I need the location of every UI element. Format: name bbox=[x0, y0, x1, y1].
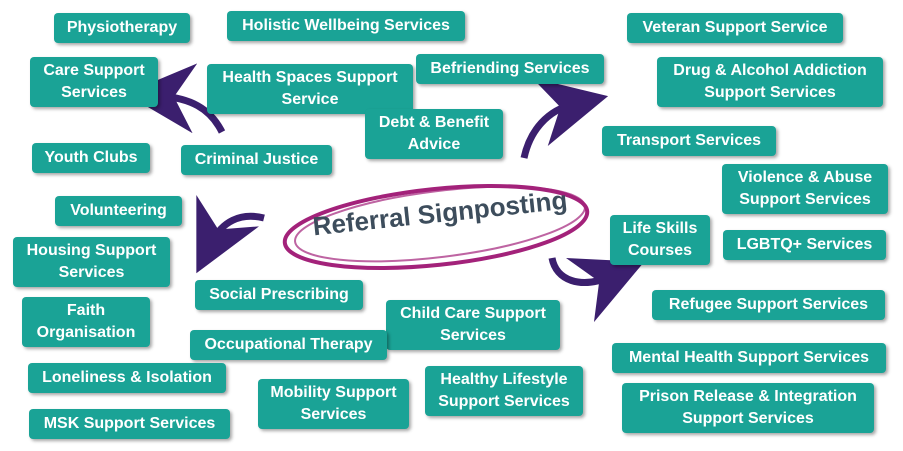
service-mental-health: Mental Health Support Services bbox=[612, 343, 886, 373]
service-faith-organisation: Faith Organisation bbox=[22, 297, 150, 347]
service-housing-support: Housing Support Services bbox=[13, 237, 170, 287]
service-physiotherapy: Physiotherapy bbox=[54, 13, 190, 43]
service-care-support: Care Support Services bbox=[30, 57, 158, 107]
service-violence-abuse: Violence & Abuse Support Services bbox=[722, 164, 888, 214]
service-msk-support: MSK Support Services bbox=[29, 409, 230, 439]
service-volunteering: Volunteering bbox=[55, 196, 182, 226]
service-social-prescribing: Social Prescribing bbox=[195, 280, 363, 310]
center-ellipse-inner bbox=[294, 185, 586, 263]
service-youth-clubs: Youth Clubs bbox=[32, 143, 150, 173]
service-veteran-support: Veteran Support Service bbox=[627, 13, 843, 43]
service-child-care: Child Care Support Services bbox=[386, 300, 560, 350]
arrow-left bbox=[196, 195, 265, 274]
center-ellipse bbox=[282, 184, 590, 270]
service-life-skills: Life Skills Courses bbox=[610, 215, 710, 265]
service-health-spaces: Health Spaces Support Service bbox=[207, 64, 413, 114]
service-transport: Transport Services bbox=[602, 126, 776, 156]
arrow-upper-right bbox=[520, 77, 609, 159]
service-refugee-support: Refugee Support Services bbox=[652, 290, 885, 320]
arrow-lower-right bbox=[548, 257, 645, 323]
service-loneliness-isolation: Loneliness & Isolation bbox=[28, 363, 226, 393]
service-holistic-wellbeing: Holistic Wellbeing Services bbox=[227, 11, 465, 41]
service-occupational-therapy: Occupational Therapy bbox=[190, 330, 387, 360]
arrow-upper-left bbox=[125, 63, 226, 134]
service-debt-benefit: Debt & Benefit Advice bbox=[365, 109, 503, 159]
service-drug-alcohol: Drug & Alcohol Addiction Support Service… bbox=[657, 57, 883, 107]
service-healthy-lifestyle: Healthy Lifestyle Support Services bbox=[425, 366, 583, 416]
service-criminal-justice: Criminal Justice bbox=[181, 145, 332, 175]
service-lgbtq: LGBTQ+ Services bbox=[723, 230, 886, 260]
service-befriending: Befriending Services bbox=[416, 54, 604, 84]
service-prison-release: Prison Release & Integration Support Ser… bbox=[622, 383, 874, 433]
service-mobility-support: Mobility Support Services bbox=[258, 379, 409, 429]
